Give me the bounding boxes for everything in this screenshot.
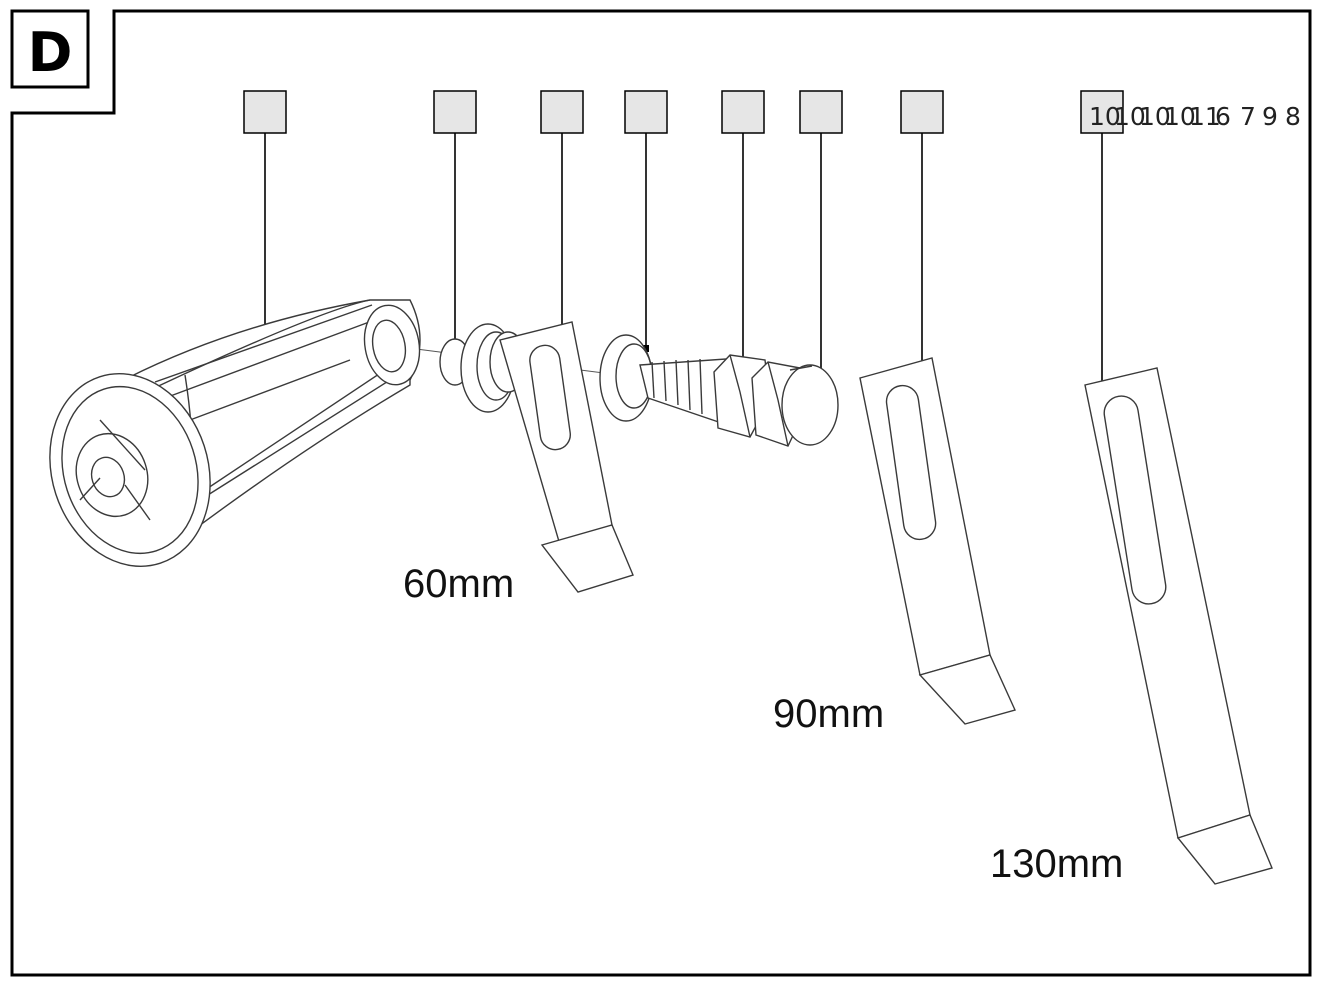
bracket-size-label-130: 130mm — [990, 842, 1123, 886]
dome-cap — [781, 364, 839, 446]
callout-number: 10 — [1089, 102, 1121, 131]
bracket-60mm — [499, 321, 634, 593]
callout-box-4 — [624, 90, 668, 352]
callout-box-3 — [540, 90, 584, 342]
callout-number: 10 — [1139, 102, 1171, 131]
bracket-size-label-90: 90mm — [773, 692, 884, 736]
diagram-frame: D — [10, 9, 1312, 977]
bracket-130mm — [1084, 367, 1273, 885]
bracket-90mm — [859, 357, 1016, 725]
callout-box-2 — [433, 90, 477, 369]
bracket-size-label-60: 60mm — [403, 562, 514, 606]
callout-box-6 — [799, 90, 843, 402]
callout-number: 6 — [1215, 102, 1231, 131]
callout-number: 10 — [1164, 102, 1196, 131]
callout-number: 7 — [1240, 102, 1256, 131]
section-badge-letter: D — [28, 21, 73, 84]
callout-box-7 — [900, 90, 944, 375]
handle-grip — [49, 299, 421, 567]
large-washer — [599, 334, 653, 422]
callout-number: 8 — [1285, 102, 1301, 131]
callout-box-8 — [1080, 90, 1124, 408]
callout-number: 10 — [1114, 102, 1146, 131]
callout-box-5 — [721, 90, 765, 375]
callout-number: 11 — [1189, 102, 1221, 131]
callout-number: 9 — [1262, 102, 1278, 131]
